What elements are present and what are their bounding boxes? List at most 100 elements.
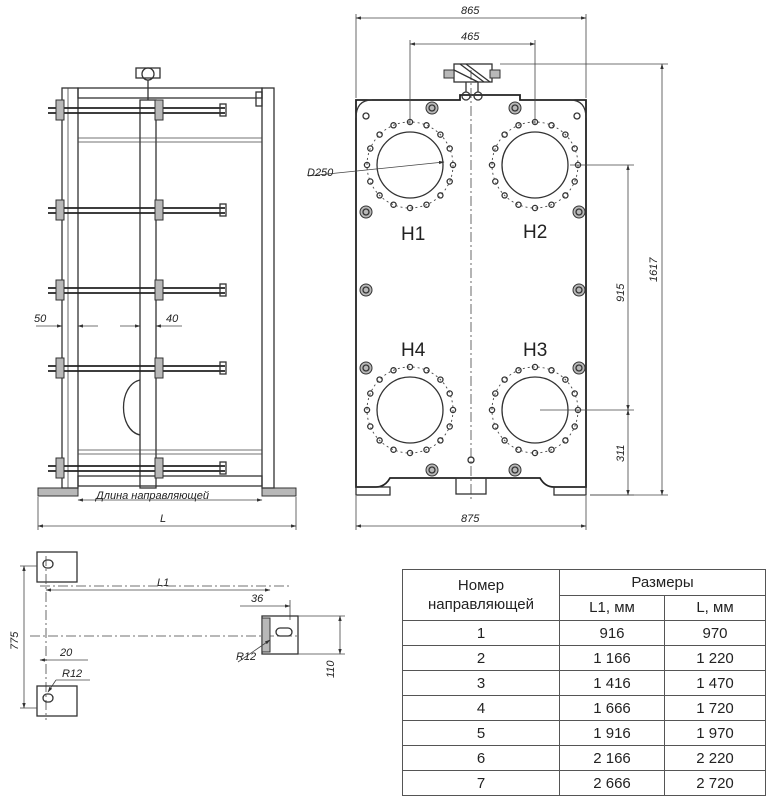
bolt-hole <box>376 376 383 383</box>
bracket-top <box>36 551 78 583</box>
bolt-hole <box>501 437 508 444</box>
cell-l: 2 220 <box>664 745 766 771</box>
L-label: L <box>160 513 166 525</box>
guide-length-label: Длина направляющей <box>94 490 209 502</box>
bolt-hole <box>548 122 555 129</box>
dim-20-label: 20 <box>59 647 73 659</box>
bolt-hole <box>488 406 496 414</box>
bolt-hole <box>562 131 569 138</box>
guide-dimensions-table: Номер направляющей Размеры L1, мм L, мм … <box>402 569 766 796</box>
tie-bolt-heads <box>359 101 586 477</box>
cell-l: 970 <box>664 620 766 646</box>
bolt-hole <box>390 201 397 208</box>
bolt-hole <box>449 406 457 414</box>
dim-40-label: 40 <box>166 313 179 325</box>
bolt-hole <box>492 423 499 430</box>
bolt-hole <box>562 192 569 199</box>
bolt-hole <box>376 437 383 444</box>
dim-465-label: 465 <box>461 31 480 43</box>
header-l: L, мм <box>664 594 766 621</box>
dim-311: 311 <box>590 409 634 496</box>
cell-l1: 1 666 <box>559 695 665 721</box>
cell-l1: 1 416 <box>559 670 665 696</box>
bolt-hole <box>449 161 457 169</box>
bolt-hole <box>363 406 371 414</box>
dim-20: 20 <box>39 647 88 662</box>
cell-number: 1 <box>402 620 560 646</box>
bolt-hole <box>501 376 508 383</box>
dim-775-label: 775 <box>9 631 21 650</box>
port-label-H4: H4 <box>401 340 426 361</box>
bolt-hole <box>376 131 383 138</box>
bolt-hole <box>446 178 453 185</box>
bolt-hole <box>363 161 371 169</box>
dim-port-diameter: D250 <box>307 160 445 179</box>
bolt-hole <box>492 390 499 397</box>
cell-l: 1 720 <box>664 695 766 721</box>
bolt-hole <box>515 122 522 129</box>
dim-875-label: 875 <box>461 513 480 525</box>
dim-865: 865 <box>355 5 587 98</box>
cell-l1: 2 666 <box>559 770 665 796</box>
side-foot-right <box>261 487 297 497</box>
bottom-guide-bar <box>77 475 263 487</box>
bolt-hole <box>406 449 414 457</box>
port-label-H1: H1 <box>401 224 425 245</box>
L1-label: L1 <box>157 577 169 589</box>
bolt-hole <box>548 367 555 374</box>
cell-number: 7 <box>402 770 560 796</box>
bolt-hole <box>562 437 569 444</box>
bolt-hole <box>531 449 539 457</box>
bolt-hole <box>446 390 453 397</box>
header-l1: L1, мм <box>559 594 665 621</box>
cell-l: 2 720 <box>664 770 766 796</box>
bolt-hole <box>390 367 397 374</box>
roller-assembly <box>443 63 501 101</box>
cell-l: 1 970 <box>664 720 766 746</box>
pressure-plate <box>139 99 157 489</box>
dim-110-label: 110 <box>325 660 337 678</box>
cell-number: 2 <box>402 645 560 671</box>
table-header-row: Номер направляющей Размеры <box>402 569 766 621</box>
bolt-hole <box>531 363 539 371</box>
top-guide-bar <box>77 87 263 99</box>
bolt-hole <box>423 122 430 129</box>
support-column <box>261 87 275 489</box>
bolt-hole <box>437 192 444 199</box>
dim-50: 50 <box>34 313 98 328</box>
R12-left-label: R12 <box>62 668 82 680</box>
bolt-hole <box>501 131 508 138</box>
bolt-hole <box>548 446 555 453</box>
dim-R12-left: R12 <box>47 668 90 693</box>
dim-36: 36 <box>240 593 291 620</box>
side-view: 50 40 Длина направляющей L <box>34 67 297 530</box>
bolt-hole <box>548 201 555 208</box>
dim-L: L <box>37 497 297 530</box>
cell-number: 6 <box>402 745 560 771</box>
dim-R12-right: R12 <box>236 639 271 663</box>
dim-110: 110 <box>325 615 342 678</box>
dim-915-label: 915 <box>615 283 627 302</box>
dim-1617: 1617 <box>500 63 668 496</box>
dim-865-label: 865 <box>461 5 480 17</box>
dim-915: 915 <box>540 164 634 411</box>
port-H1 <box>366 121 454 209</box>
bolt-hole <box>571 423 578 430</box>
cell-l: 1 470 <box>664 670 766 696</box>
tie-bolt <box>48 279 227 301</box>
bolt-hole <box>367 178 374 185</box>
cell-number: 3 <box>402 670 560 696</box>
R12-right-label: R12 <box>236 651 256 663</box>
bolt-hole <box>437 437 444 444</box>
bolt-hole <box>492 178 499 185</box>
port-H4 <box>366 366 454 454</box>
bolt-hole <box>367 423 374 430</box>
tie-bolt <box>48 199 227 221</box>
bolt-hole <box>367 145 374 152</box>
bracket-bottom <box>36 685 78 717</box>
bracket-right <box>261 615 345 655</box>
